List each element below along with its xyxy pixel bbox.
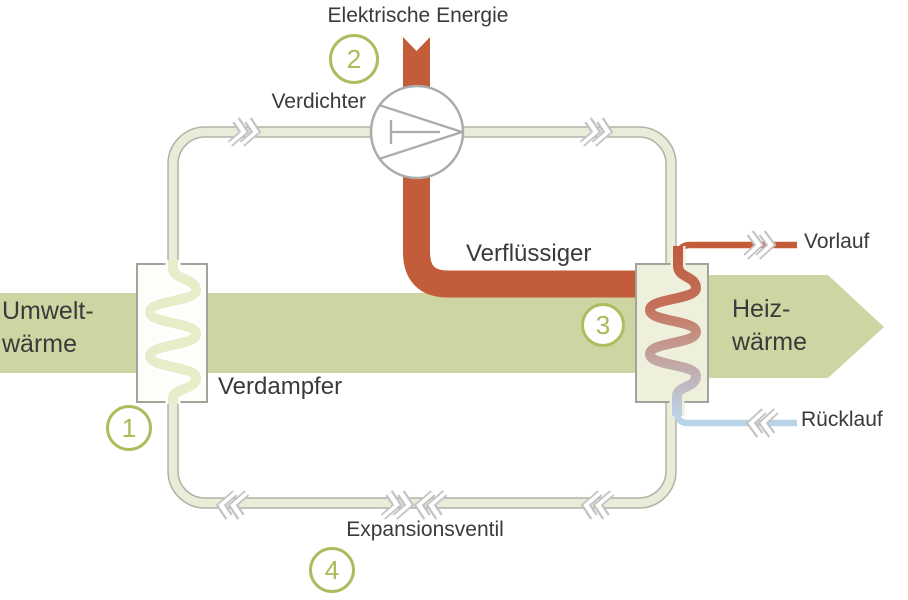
step-badge-3: 3 — [581, 303, 625, 347]
expansion-valve-label: Expansionsventil — [346, 518, 504, 541]
compressor-label: Verdichter — [271, 90, 366, 113]
heating-heat-line2: wärme — [732, 328, 808, 356]
evaporator-coil-icon — [144, 260, 202, 404]
environment-heat-label: Umwelt- wärme — [2, 295, 94, 361]
evaporator-label: Verdampfer — [218, 373, 343, 400]
environment-heat-line1: Umwelt- — [2, 297, 94, 325]
energy-pipe-tail-notch — [401, 35, 432, 51]
expansion-valve-icon — [383, 493, 445, 517]
vorlauf-label: Vorlauf — [804, 230, 870, 253]
condenser-label: Verflüssiger — [466, 240, 592, 267]
step-badge-1: 1 — [106, 405, 152, 451]
electrical-energy-label: Elektrische Energie — [327, 4, 509, 27]
step-badge-1-number: 1 — [121, 412, 137, 443]
step-badge-3-number: 3 — [595, 309, 611, 340]
step-badge-2-number: 2 — [346, 43, 362, 74]
heating-heat-arrow — [708, 275, 884, 378]
heating-heat-line1: Heiz- — [732, 295, 791, 323]
hot-refrigerant-pipe — [403, 36, 642, 298]
step-badge-4: 4 — [309, 547, 355, 593]
ruecklauf-label: Rücklauf — [801, 408, 883, 431]
environment-heat-line2: wärme — [2, 330, 78, 358]
step-badge-2: 2 — [329, 34, 379, 84]
step-badge-4-number: 4 — [324, 554, 340, 585]
condenser-coil-icon — [644, 246, 702, 416]
compressor-icon — [369, 84, 465, 180]
heating-heat-label: Heiz- wärme — [732, 293, 807, 359]
